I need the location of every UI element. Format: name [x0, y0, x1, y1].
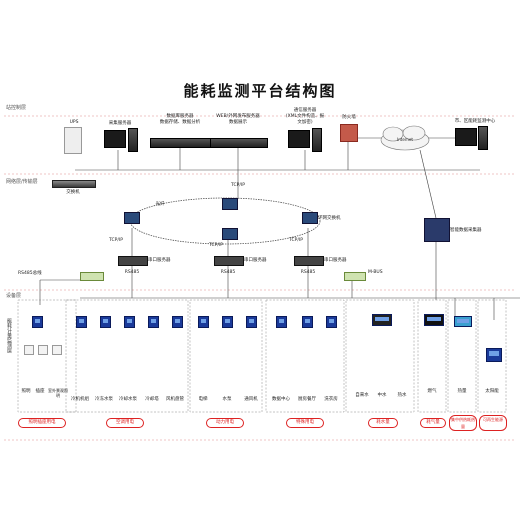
collect-server-monitor-icon: [104, 130, 126, 148]
meter-icon: [246, 316, 257, 328]
layer-label-device: 设备层: [6, 293, 22, 299]
firewall-label: 防火墙: [342, 115, 356, 120]
ring-switch-left-icon: [124, 212, 140, 224]
internet-cloud-icon: [380, 125, 430, 151]
meter-icon: [172, 316, 183, 328]
solar-meter-icon: [486, 348, 502, 362]
group-label: 空调用电: [106, 418, 144, 428]
water-meter-icon: [372, 314, 392, 326]
group-label: 动力用电: [206, 418, 244, 428]
meter-icon: [124, 316, 135, 328]
serial-server-2-icon: [214, 256, 244, 266]
mbus-converter-icon: [344, 272, 366, 281]
meter-icon: [32, 316, 43, 328]
meter-icon: [276, 316, 287, 328]
group-label: 集中供热耗热量: [449, 415, 477, 431]
item-label: 燃气: [427, 389, 437, 394]
serial-server-1-icon: [118, 256, 148, 266]
item-label: 通风机: [244, 397, 258, 402]
serial-server-2-label: 串口服务器: [244, 258, 267, 263]
collect-server-tower-icon: [128, 128, 138, 152]
item-label: 洗衣房: [324, 397, 338, 402]
group-label: 照明插座用电: [18, 418, 66, 428]
item-label: 冷却塔: [145, 397, 159, 402]
item-label: 中水: [377, 393, 387, 398]
smart-collector-label: 智能数据采集器: [450, 228, 482, 233]
ups-icon: [64, 127, 82, 154]
rs485-3-label: RS485: [300, 270, 316, 275]
group-label: 可再生能源: [479, 415, 507, 431]
collect-server-label: 采集服务器: [108, 121, 132, 126]
meter-icon: [302, 316, 313, 328]
rs485-2-label: RS485: [220, 270, 236, 275]
rs485-bus-label: RS485总线: [18, 271, 42, 276]
db-server-rack-icon: [150, 138, 212, 148]
tcp-top-label: TCP/IP: [231, 183, 245, 188]
item-label: 太阳能: [485, 389, 499, 394]
ring-switch-right-icon: [302, 212, 318, 224]
item-label: 数据中心: [272, 397, 290, 402]
ring-switch-bottom-icon: [222, 228, 238, 240]
group-label: 耗气量: [420, 418, 446, 428]
meter-icon: [198, 316, 209, 328]
rs485-1-label: RS485: [124, 270, 140, 275]
item-label: 热量: [457, 389, 467, 394]
serial-server-3-icon: [294, 256, 324, 266]
device-layer-side-label: 能耗计量监测层: [6, 318, 12, 353]
group-label: 耗水量: [368, 418, 398, 428]
page-title: 能耗监测平台结构图: [183, 82, 337, 100]
mbus-label: M-BUS: [368, 270, 383, 275]
center-label: 市、区能耗监测中心: [454, 119, 496, 124]
group-label: 特殊用电: [286, 418, 324, 428]
item-label: 电梯: [198, 397, 208, 402]
ring-switch-label: 环网交换机: [318, 216, 341, 221]
ring-fiber-label: 光纤: [155, 202, 165, 207]
tcp-mid-label: TCP/IP: [209, 243, 223, 248]
main-switch-label: 交换机: [66, 190, 80, 195]
main-switch-icon: [52, 180, 96, 188]
db-server-label: 数据库服务器 数据存储、数据分析: [159, 114, 201, 125]
ring-switch-top-icon: [222, 198, 238, 210]
center-tower-icon: [478, 126, 488, 150]
tcp-right-label: TCP/IP: [289, 238, 303, 243]
internet-label: Internet: [397, 137, 413, 142]
center-monitor-icon: [455, 128, 477, 146]
serial-server-3-label: 串口服务器: [324, 258, 347, 263]
smart-collector-icon: [424, 218, 450, 242]
item-label: 冷机机组: [71, 397, 89, 402]
gas-collector-icon: [424, 314, 444, 326]
small-meter-icon: [38, 345, 48, 355]
item-label: 照明: [21, 389, 31, 394]
tcp-left-label: TCP/IP: [109, 238, 123, 243]
ups-label: UPS: [69, 120, 79, 125]
layer-label-network: 网络层/传输层: [6, 179, 38, 185]
layer-label-monitor: 站控制层: [6, 105, 27, 111]
serial-server-1-label: 串口服务器: [148, 258, 171, 263]
item-label: 插座: [35, 389, 45, 394]
item-label: 水泵: [222, 397, 232, 402]
small-meter-icon: [52, 345, 62, 355]
item-label: 自来水: [355, 393, 369, 398]
meter-icon: [148, 316, 159, 328]
firewall-icon: [340, 124, 358, 142]
item-label: 冷却水泵: [119, 397, 137, 402]
item-label: 风机盘管: [166, 397, 184, 402]
web-server-label: WEB/外网发布服务器 数据展示: [216, 114, 260, 125]
item-label: 冷冻水泵: [95, 397, 113, 402]
small-meter-icon: [24, 345, 34, 355]
meter-icon: [100, 316, 111, 328]
comm-server-monitor-icon: [288, 130, 310, 148]
converter-icon: [80, 272, 104, 281]
comm-server-tower-icon: [312, 128, 322, 152]
meter-icon: [326, 316, 337, 328]
meter-icon: [76, 316, 87, 328]
heat-meter-icon: [454, 316, 472, 327]
item-label: 热水: [397, 393, 407, 398]
item-label: 厨房餐厅: [298, 397, 316, 402]
web-server-rack-icon: [210, 138, 268, 148]
comm-server-label: 通信服务器 (XML文件构造、报 文加密): [285, 108, 325, 125]
meter-icon: [222, 316, 233, 328]
item-label: 室外景观照明: [48, 388, 68, 398]
